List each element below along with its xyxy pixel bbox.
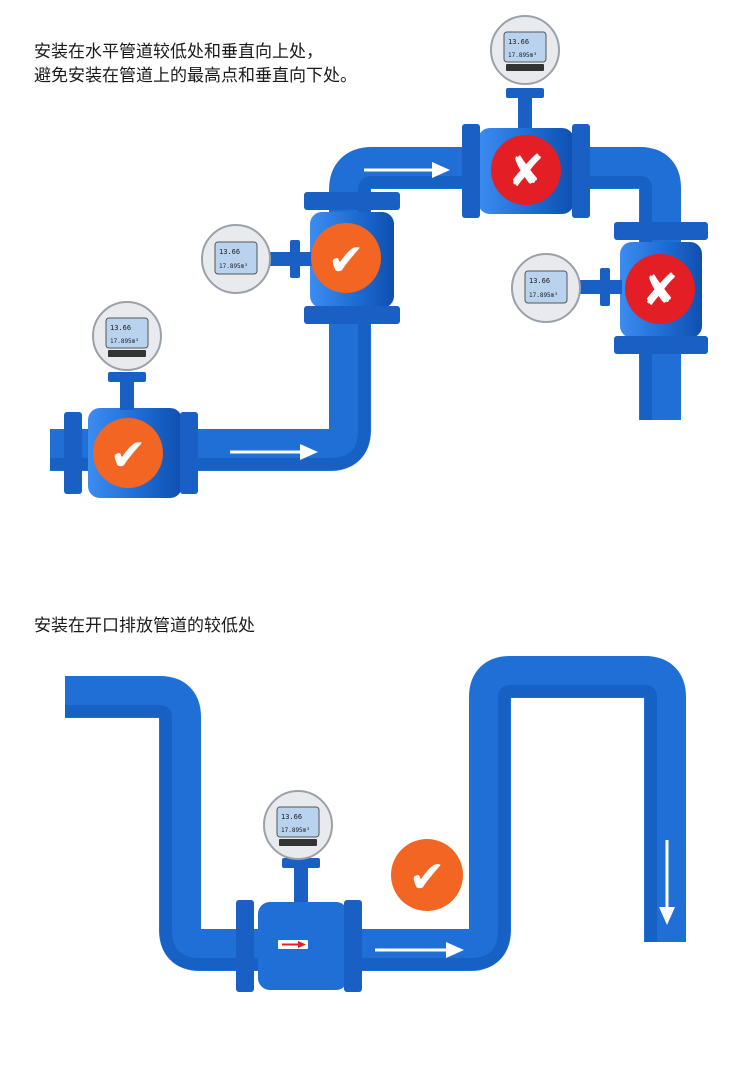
svg-text:✘: ✘ — [642, 265, 679, 316]
meter-display-line2: 17.895m³ — [508, 52, 537, 59]
meter-display-line1: 13.66 — [529, 277, 550, 285]
flow-meter-low-point: 13.66 17.895m³ — [236, 790, 362, 992]
flow-meter-highest-point: 13.66 17.895m³ ✘ — [462, 15, 590, 218]
meter-display-line1: 13.66 — [219, 248, 240, 256]
meter-display-line2: 17.895m³ — [110, 338, 139, 345]
flow-meter-vertical-up: 13.66 17.895m³ ✔ — [201, 192, 400, 324]
meter-display-line2: 17.895m³ — [281, 827, 310, 834]
flow-arrow-icon — [375, 942, 464, 958]
check-badge-icon: ✔ — [391, 839, 463, 911]
check-badge-icon: ✔ — [311, 223, 381, 293]
meter-display-line2: 17.895m³ — [529, 292, 558, 299]
upper-pipe-diagram: 13.66 17.895m³ ✔ 13.66 17.895m³ ✔ — [50, 15, 708, 498]
cross-badge-icon: ✘ — [625, 254, 695, 324]
lower-pipe — [65, 656, 686, 971]
cross-badge-icon: ✘ — [491, 135, 561, 205]
meter-display-line1: 13.66 — [508, 38, 529, 46]
meter-transmitter: 13.66 17.895m³ — [490, 15, 560, 85]
flow-arrow-icon — [364, 162, 450, 178]
meter-transmitter: 13.66 17.895m³ — [201, 224, 271, 294]
check-badge-icon: ✔ — [93, 418, 163, 488]
meter-display-line1: 13.66 — [281, 813, 302, 821]
upper-caption-line1: 安装在水平管道较低处和垂直向上处， — [34, 42, 323, 62]
flow-meter-horizontal-low: 13.66 17.895m³ ✔ — [64, 301, 198, 498]
svg-text:✘: ✘ — [508, 146, 545, 197]
meter-transmitter: 13.66 17.895m³ — [511, 253, 581, 323]
svg-text:✔: ✔ — [328, 235, 365, 286]
meter-transmitter: 13.66 17.895m³ — [263, 790, 333, 860]
flow-meter-vertical-down: 13.66 17.895m³ ✘ — [511, 222, 708, 354]
meter-transmitter: 13.66 17.895m³ — [92, 301, 162, 371]
flow-arrow-icon — [230, 444, 318, 460]
meter-display-line1: 13.66 — [110, 324, 131, 332]
svg-text:✔: ✔ — [409, 852, 446, 903]
svg-text:✔: ✔ — [110, 430, 147, 481]
upper-pipe — [50, 147, 681, 471]
upper-caption: 安装在水平管道较低处和垂直向上处， 避免安装在管道上的最高点和垂直向下处。 — [34, 40, 454, 88]
lower-pipe-diagram: 13.66 17.895m³ ✔ — [65, 656, 686, 992]
upper-pipe-shade — [50, 176, 652, 470]
lower-pipe-shade — [65, 685, 657, 970]
meter-display-line2: 17.895m³ — [219, 263, 248, 270]
lower-caption: 安装在开口排放管道的较低处 — [34, 616, 255, 636]
upper-caption-line2: 避免安装在管道上的最高点和垂直向下处。 — [34, 66, 357, 86]
flow-arrow-icon — [659, 840, 675, 925]
